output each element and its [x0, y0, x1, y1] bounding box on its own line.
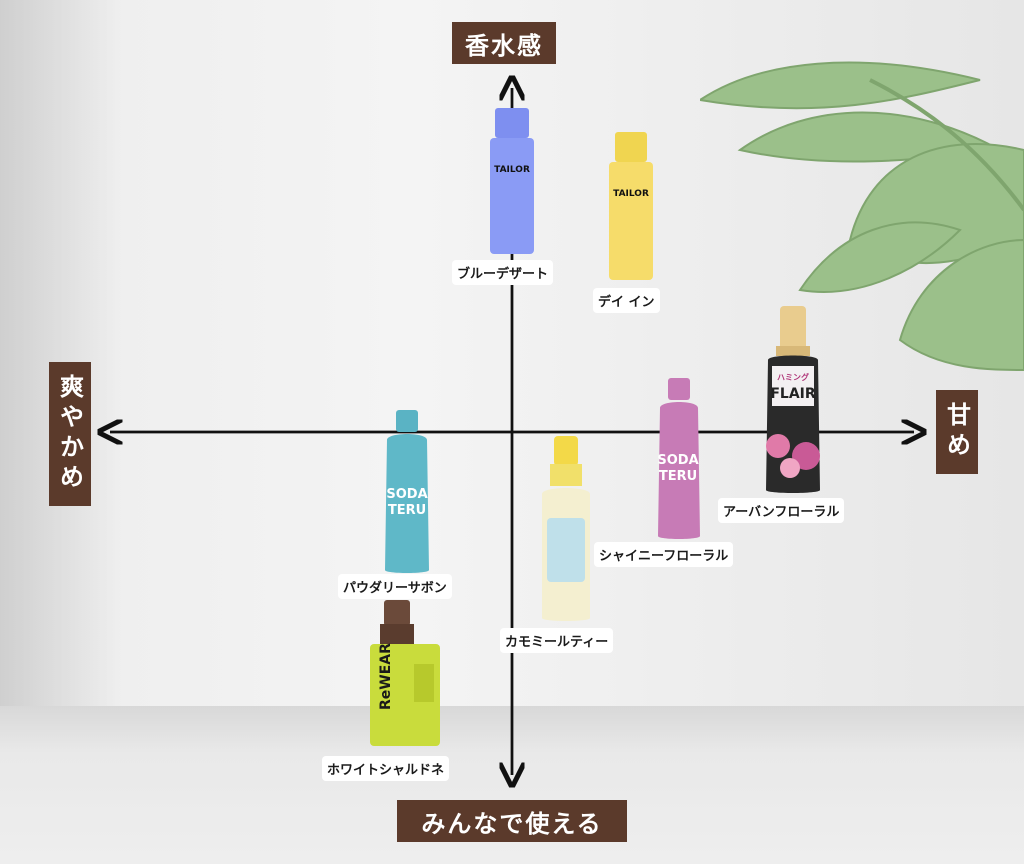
- product-shiny-floral-label: シャイニーフローラル: [594, 542, 734, 567]
- product-shiny-floral-bottle: SODA TERU: [657, 378, 700, 539]
- product-powdery-sabon-soda: SODA: [386, 487, 427, 502]
- product-urban-floral-label: アーバンフローラル: [718, 498, 845, 523]
- product-dein-label: デイ イン: [593, 288, 660, 313]
- product-shiny-floral-soda: SODA: [657, 453, 698, 468]
- product-powdery-sabon-bottle: SODA TERU: [385, 410, 429, 573]
- product-urban-floral-bottle: ハミング FLAIR: [766, 306, 820, 493]
- product-powdery-sabon-teru: TERU: [388, 503, 426, 518]
- axis-label-left: 爽やかめ: [49, 362, 91, 506]
- axis-label-right: 甘め: [936, 390, 978, 474]
- product-chamomile-tea-label: カモミールティー: [500, 628, 614, 653]
- product-white-chardonnay-brand: ReWEAR: [378, 643, 394, 710]
- product-urban-floral-sub: ハミング: [777, 372, 809, 382]
- product-blue-desert-bottle: TAILOR: [490, 108, 534, 254]
- product-shiny-floral-teru: TERU: [659, 469, 697, 484]
- product-white-chardonnay-label: ホワイトシャルドネ: [322, 756, 450, 781]
- product-dein-bottle: TAILOR: [609, 132, 653, 280]
- product-blue-desert-brand: TAILOR: [494, 165, 530, 175]
- plant-leaves-decoration: [700, 61, 1024, 372]
- product-white-chardonnay-bottle: ReWEAR: [370, 600, 440, 746]
- product-powdery-sabon-label: パウダリーサボン: [338, 574, 452, 599]
- axis-label-bottom: みんなで使える: [397, 800, 627, 842]
- product-blue-desert-label: ブルーデザート: [452, 260, 554, 285]
- product-urban-floral-brand: FLAIR: [770, 386, 816, 402]
- product-chamomile-tea-bottle: [542, 436, 590, 621]
- product-dein-brand: TAILOR: [613, 189, 649, 199]
- axis-label-top: 香水感: [452, 22, 556, 64]
- wall-shadow: [0, 0, 120, 706]
